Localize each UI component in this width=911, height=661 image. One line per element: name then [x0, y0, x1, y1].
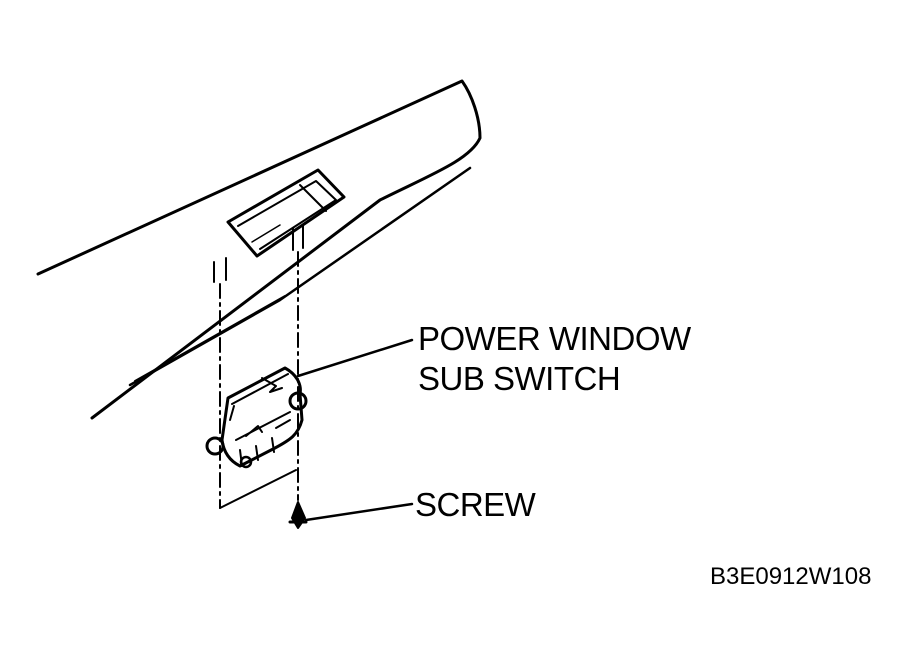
alignment-bottom-line	[219, 469, 297, 509]
alignment-lines	[219, 251, 299, 509]
leader-line-screw	[304, 502, 414, 522]
label-sub-switch: SUB SWITCH	[418, 360, 621, 397]
screw-icon	[288, 501, 308, 529]
clip-markers	[213, 225, 304, 283]
label-power-window: POWER WINDOW	[418, 320, 691, 357]
switch-opening	[226, 168, 346, 258]
figure-code: B3E0912W108	[710, 563, 872, 590]
leader-line-switch	[296, 338, 414, 378]
power-window-sub-switch	[205, 366, 308, 469]
label-screw: SCREW	[415, 486, 536, 523]
door-trim-panel	[36, 79, 482, 420]
